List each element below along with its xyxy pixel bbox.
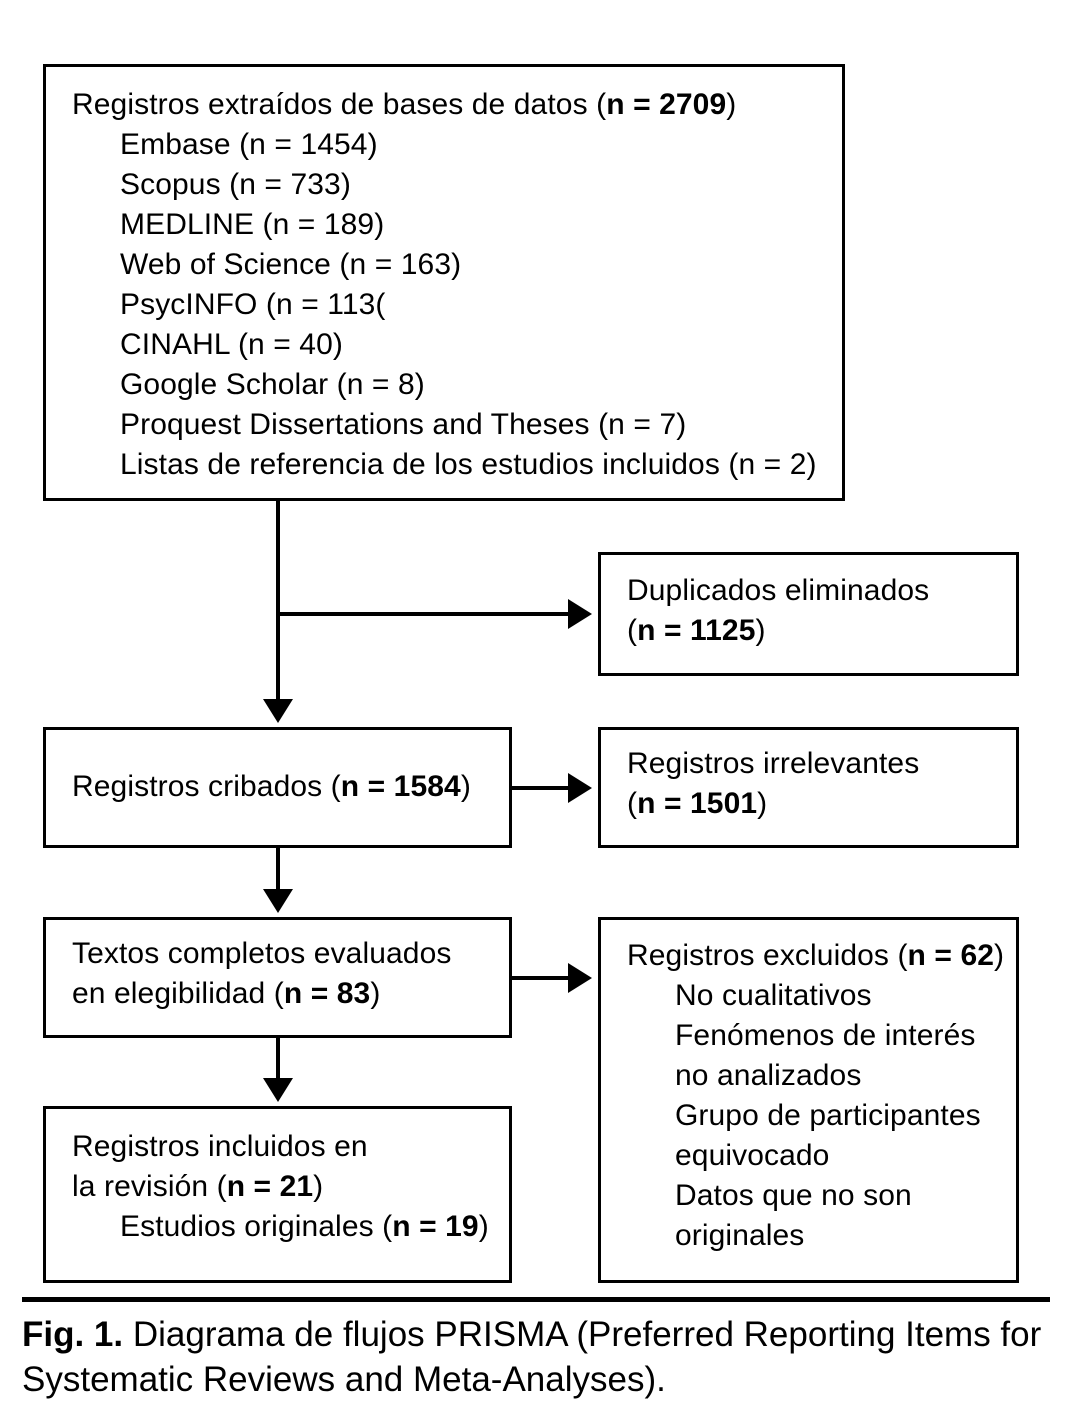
exclusion-reason-line: Fenómenos de interés — [675, 1019, 976, 1052]
box-duplicates-removed: Duplicados eliminados (n = 1125) — [598, 552, 1019, 676]
excluded-count-value: n = 62 — [907, 939, 995, 972]
included-original-studies: Estudios originales (n = 19) — [72, 1207, 503, 1247]
fulltext-label-post: ) — [370, 977, 381, 1010]
source-line: Embase (n = 1454) — [120, 128, 378, 161]
included-label-post: ) — [313, 1170, 324, 1203]
arrowhead-right-icon — [568, 963, 592, 993]
source-line: Listas de referencia de los estudios inc… — [120, 448, 817, 481]
box-fulltext-assessed: Textos completos evaluados en elegibilid… — [43, 917, 512, 1038]
source-line: Web of Science (n = 163) — [120, 248, 462, 281]
records-identified-heading-count: n = 2709 — [606, 88, 727, 121]
box-records-screened: Registros cribados (n = 1584) — [43, 727, 512, 848]
excluded-heading: Registros excluidos (n = 62) — [627, 936, 1010, 976]
exclusion-reason-line: originales — [675, 1219, 805, 1252]
box-records-excluded: Registros excluidos (n = 62) No cualitat… — [598, 917, 1019, 1283]
included-count-value: n = 21 — [226, 1170, 314, 1203]
included-label-line1: Registros incluidos en — [72, 1130, 368, 1163]
box-records-included: Registros incluidos en la revisión (n = … — [43, 1106, 512, 1283]
exclusion-reason-line: No cualitativos — [675, 979, 872, 1012]
original-studies-count-value: n = 19 — [392, 1210, 479, 1243]
excluded-heading-pre: Registros excluidos ( — [627, 939, 908, 972]
exclusion-reason-line: Grupo de participantes — [675, 1099, 981, 1132]
connector-identification-to-duplicates — [276, 612, 570, 616]
connector-screened-to-fulltext — [276, 848, 280, 893]
source-line: MEDLINE (n = 189) — [120, 208, 385, 241]
duplicates-label: Duplicados eliminados — [627, 574, 930, 607]
connector-fulltext-to-excluded — [512, 976, 570, 980]
fulltext-label-pre: en elegibilidad ( — [72, 977, 284, 1010]
records-identified-heading: Registros extraídos de bases de datos (n… — [72, 85, 836, 125]
included-label-pre: la revisión ( — [72, 1170, 227, 1203]
arrowhead-right-icon — [568, 773, 592, 803]
duplicates-count: (n = 1125) — [627, 611, 1010, 651]
arrowhead-down-icon — [263, 889, 293, 913]
original-studies-pre: Estudios originales ( — [120, 1210, 393, 1243]
screened-label-post: ) — [460, 770, 471, 803]
source-line: Google Scholar (n = 8) — [120, 368, 425, 401]
fulltext-label-line1: Textos completos evaluados — [72, 937, 452, 970]
source-line: Scopus (n = 733) — [120, 168, 351, 201]
arrowhead-down-icon — [263, 1078, 293, 1102]
exclusion-reason-line: no analizados — [675, 1059, 862, 1092]
connector-identification-to-screened — [276, 501, 280, 703]
irrelevant-count-value: n = 1501 — [637, 787, 758, 820]
fulltext-label-line2: en elegibilidad (n = 83) — [72, 974, 503, 1014]
included-label-line2: la revisión (n = 21) — [72, 1167, 503, 1207]
irrelevant-count: (n = 1501) — [627, 784, 1010, 824]
irrelevant-label: Registros irrelevantes — [627, 747, 920, 780]
screened-label-pre: Registros cribados ( — [72, 770, 341, 803]
box-records-identified: Registros extraídos de bases de datos (n… — [43, 64, 845, 501]
connector-fulltext-to-included — [276, 1038, 280, 1082]
exclusion-reason-line: Datos que no son — [675, 1179, 912, 1212]
records-identified-heading-post: ) — [726, 88, 737, 121]
original-studies-post: ) — [478, 1210, 489, 1243]
duplicates-count-post: ) — [755, 614, 766, 647]
figure-label: Fig. 1. — [22, 1315, 124, 1354]
duplicates-count-pre: ( — [627, 614, 638, 647]
fulltext-count-value: n = 83 — [283, 977, 371, 1010]
figure-caption-text: Diagrama de flujos PRISMA (Preferred Rep… — [22, 1315, 1042, 1399]
exclusion-reason-line: equivocado — [675, 1139, 830, 1172]
source-line: Proquest Dissertations and Theses (n = 7… — [120, 408, 687, 441]
irrelevant-count-post: ) — [757, 787, 768, 820]
duplicates-count-value: n = 1125 — [637, 614, 756, 647]
source-line: CINAHL (n = 40) — [120, 328, 343, 361]
figure-caption: Fig. 1. Diagrama de flujos PRISMA (Prefe… — [22, 1312, 1058, 1402]
source-line: PsycINFO (n = 113( — [120, 288, 386, 321]
records-identified-heading-pre: Registros extraídos de bases de datos ( — [72, 88, 607, 121]
arrowhead-right-icon — [568, 599, 592, 629]
arrowhead-down-icon — [263, 699, 293, 723]
box-records-irrelevant: Registros irrelevantes (n = 1501) — [598, 727, 1019, 848]
connector-screened-to-irrelevant — [512, 786, 570, 790]
caption-divider — [22, 1297, 1050, 1302]
screened-count-value: n = 1584 — [340, 770, 461, 803]
irrelevant-count-pre: ( — [627, 787, 638, 820]
excluded-heading-post: ) — [994, 939, 1005, 972]
screened-label: Registros cribados (n = 1584) — [72, 767, 503, 807]
